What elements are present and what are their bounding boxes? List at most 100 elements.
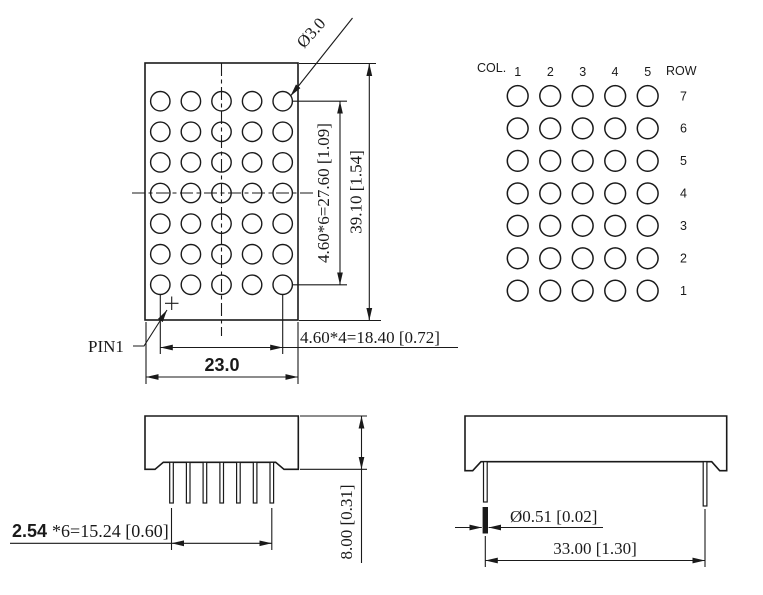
col-number: 3	[579, 65, 586, 79]
dot	[636, 149, 659, 173]
dot	[272, 90, 294, 112]
row-number: 3	[680, 219, 687, 233]
dot	[636, 117, 659, 140]
dot	[539, 214, 562, 237]
pin	[702, 461, 708, 507]
pin-layout-view: COL. 1 2 3 4 5 ROW 7 6 5 4 3 2 1	[477, 61, 697, 302]
row-number: 2	[680, 251, 687, 265]
dot	[506, 149, 529, 173]
pin-cross-section	[482, 507, 488, 534]
dot	[241, 274, 263, 296]
dot	[636, 182, 659, 205]
dot	[571, 182, 594, 205]
side-body-outline	[144, 415, 300, 471]
dot	[272, 182, 294, 204]
dot	[180, 121, 202, 143]
col-number: 1	[514, 65, 521, 79]
dot	[506, 247, 529, 270]
dot-diameter-leader-line	[290, 17, 353, 97]
row-number: 5	[680, 154, 687, 168]
dot	[241, 243, 263, 265]
dot	[241, 121, 263, 143]
col-number: 2	[547, 65, 554, 79]
dot	[272, 243, 294, 265]
dim-body-height-label: 8.00 [0.31]	[337, 484, 356, 559]
dot	[506, 117, 529, 140]
dot	[636, 247, 659, 270]
dot	[149, 274, 171, 296]
side-pins	[169, 461, 275, 504]
dim-total-height-label: 39.10 [1.54]	[347, 150, 366, 234]
col-number: 4	[612, 65, 619, 79]
dot	[604, 149, 627, 173]
pin1-leader-line	[133, 309, 168, 347]
pin1-label: PIN1	[88, 337, 124, 356]
dot	[571, 84, 594, 108]
dot	[180, 90, 202, 112]
dot	[539, 84, 562, 108]
dot	[604, 247, 627, 270]
dot	[272, 274, 294, 296]
dot	[241, 213, 263, 235]
dot	[149, 121, 171, 143]
dot	[149, 182, 171, 204]
dot	[180, 243, 202, 265]
dot	[180, 213, 202, 235]
dot	[180, 274, 202, 296]
dot-diameter-label: Ø3.0	[293, 14, 330, 52]
pin	[269, 461, 275, 504]
row-header-label: ROW	[666, 64, 697, 78]
dot	[241, 182, 263, 204]
dot	[506, 84, 529, 108]
dot	[571, 247, 594, 270]
end-body-outline	[464, 415, 728, 472]
dim-row-pitch-label: 4.60*6=27.60 [1.09]	[314, 123, 333, 263]
dot	[506, 214, 529, 237]
dot	[211, 243, 232, 265]
dot	[241, 151, 263, 173]
dot	[241, 90, 263, 112]
dim-pin-pitch-rest: *6=15.24 [0.60]	[52, 521, 169, 541]
dot	[211, 151, 232, 173]
dot	[211, 121, 232, 143]
pin	[185, 461, 191, 504]
col-number: 5	[644, 65, 651, 79]
dot	[180, 182, 202, 204]
dot	[604, 117, 627, 140]
dot	[571, 214, 594, 237]
dot	[180, 151, 202, 173]
front-view: Ø3.0 4.60*6=27.60 [1.09] 39.10 [1.54] 4.…	[88, 14, 458, 384]
dot	[272, 121, 294, 143]
dot	[604, 84, 627, 108]
row-number: 6	[680, 122, 687, 136]
front-package-outline	[144, 62, 299, 321]
row-number: 1	[680, 284, 687, 298]
dot	[506, 279, 529, 302]
dot	[571, 149, 594, 173]
pin	[236, 461, 241, 504]
dot	[539, 279, 562, 302]
pin	[219, 461, 225, 504]
row-number: 7	[680, 89, 687, 103]
dot	[149, 213, 171, 235]
col-header-label: COL.	[477, 61, 506, 75]
pin	[252, 461, 258, 504]
pin	[202, 461, 208, 504]
dot	[211, 274, 232, 296]
dim-pin-span-label: 33.00 [1.30]	[553, 539, 637, 558]
dot	[636, 214, 659, 237]
dot	[149, 243, 171, 265]
dot	[539, 117, 562, 140]
dot	[636, 279, 659, 302]
dim-pin-diameter-label: Ø0.51 [0.02]	[510, 507, 597, 526]
dot	[604, 182, 627, 205]
dot	[211, 182, 232, 204]
end-view: Ø0.51 [0.02] 33.00 [1.30]	[455, 415, 728, 567]
side-view: 2.54*6=15.24 [0.60] 8.00 [0.31]	[10, 415, 367, 563]
dot	[211, 213, 232, 235]
dim-col-pitch-label: 4.60*4=18.40 [0.72]	[300, 328, 440, 347]
dim-total-width-label: 23.0	[204, 355, 239, 375]
dot	[211, 90, 232, 112]
dot	[539, 247, 562, 270]
